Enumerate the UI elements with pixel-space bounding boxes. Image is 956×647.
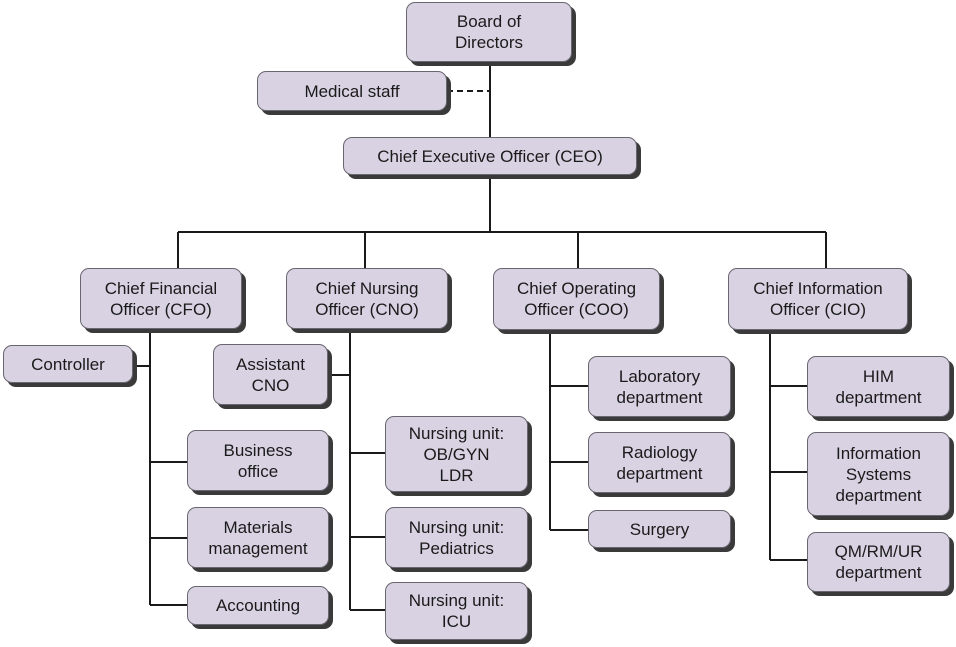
medical-staff-node: Medical staff xyxy=(257,71,447,111)
controller-node: Controller xyxy=(3,345,133,383)
laboratory-department-node: Laboratory department xyxy=(588,356,731,417)
coo-node: Chief Operating Officer (COO) xyxy=(493,268,660,330)
surgery-node: Surgery xyxy=(588,510,731,548)
ceo-node: Chief Executive Officer (CEO) xyxy=(343,137,637,175)
nursing-unit-obgyn-node: Nursing unit: OB/GYN LDR xyxy=(385,416,528,492)
board-of-directors-node: Board of Directors xyxy=(406,2,572,62)
assistant-cno-node: Assistant CNO xyxy=(213,344,328,405)
accounting-node: Accounting xyxy=(187,586,329,625)
him-department-node: HIM department xyxy=(807,356,950,417)
radiology-department-node: Radiology department xyxy=(588,432,731,493)
qm-rm-ur-department-node: QM/RM/UR department xyxy=(807,532,950,592)
nursing-unit-pediatrics-node: Nursing unit: Pediatrics xyxy=(385,507,528,568)
cio-node: Chief Information Officer (CIO) xyxy=(728,268,908,330)
cno-node: Chief Nursing Officer (CNO) xyxy=(286,268,448,329)
business-office-node: Business office xyxy=(187,430,329,491)
materials-management-node: Materials management xyxy=(187,507,329,568)
nursing-unit-icu-node: Nursing unit: ICU xyxy=(385,582,528,640)
cfo-node: Chief Financial Officer (CFO) xyxy=(80,268,242,329)
information-systems-department-node: Information Systems department xyxy=(807,432,950,516)
